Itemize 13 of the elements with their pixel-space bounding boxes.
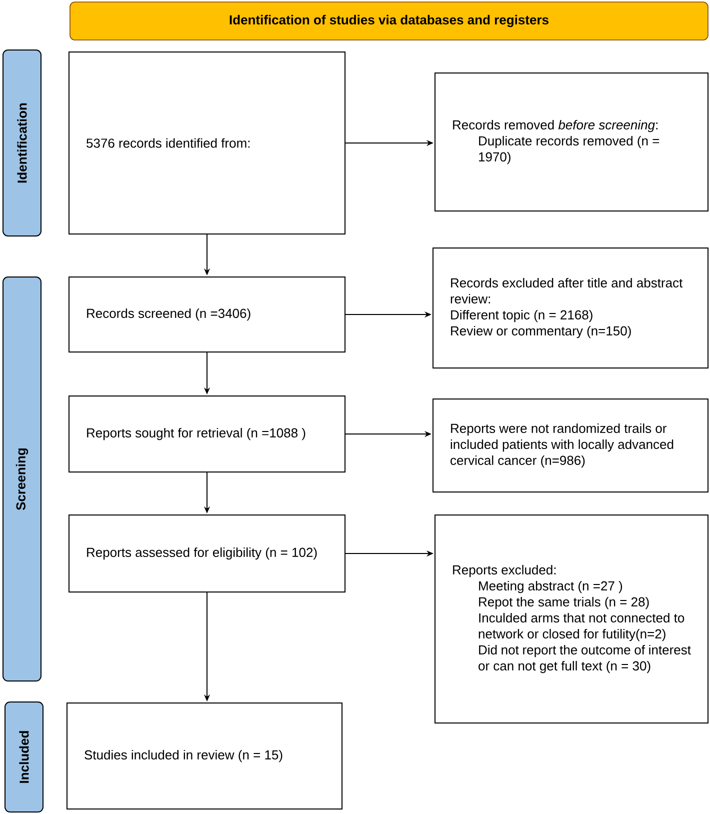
flow-box: Reports excluded: Meeting abstract (n =27 ) Repot the same trials (n = 28) Inculded arms that not connected to network or closed for futility(n=2) Did not report the outcome of interest or can not get full text (n = 30) (434, 514, 708, 724)
flow-box: Reports assessed for eligibility (n = 102) (68, 514, 346, 592)
stage-label: Identification (2, 50, 42, 236)
title-banner: Identification of studies via databases and registers (70, 2, 708, 40)
flow-box: 5376 records identified from: (68, 52, 346, 234)
flow-box: Reports were not randomized trails or included patients with locally advanced cervical cancer (n=986) (432, 398, 708, 492)
stage-label: Screening (2, 276, 42, 682)
flow-box: Reports sought for retrieval (n =1088 ) (68, 396, 346, 472)
flow-box: Records screened (n =3406) (68, 276, 346, 352)
flow-box: Studies included in review (n = 15) (66, 702, 342, 810)
stage-label: Included (4, 702, 44, 812)
flow-box: Records excluded after title and abstract review: Different topic (n = 2168) Review or commentary (n=150) (432, 248, 708, 368)
flow-box: Records removed before screening: Duplicate records removed (n = 1970) (434, 72, 708, 212)
